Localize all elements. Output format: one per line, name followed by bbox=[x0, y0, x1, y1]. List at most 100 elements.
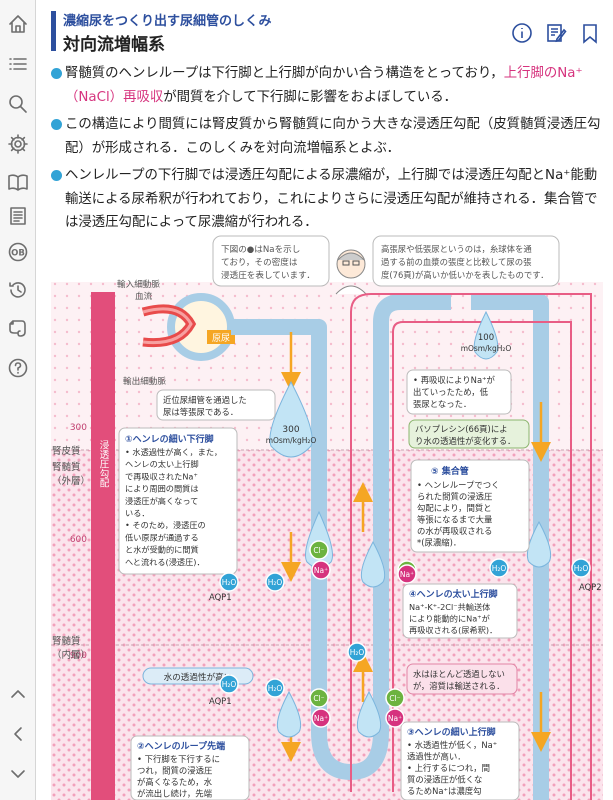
document-button[interactable] bbox=[4, 202, 32, 230]
chevron-up-icon bbox=[11, 690, 25, 698]
tick-600: 600 bbox=[70, 535, 87, 545]
reabsorb_note-line: 出ていったため，低 bbox=[413, 387, 489, 397]
blood-label: 血流 bbox=[135, 290, 153, 302]
box3_lines-line: 透過性が高い． bbox=[407, 752, 466, 762]
h2o-marker-label: H₂O bbox=[492, 564, 507, 573]
afferent-label: 輸入細動脈 bbox=[117, 278, 160, 290]
box3_lines-line: • 上行するにつれ，間 bbox=[407, 763, 490, 773]
drop-100: 100 mOsm/kgH₂O bbox=[461, 310, 512, 360]
na-marker: Na⁺ bbox=[385, 708, 405, 728]
ob-button[interactable]: OB bbox=[4, 238, 32, 266]
box-5: ⑤ 集合管 bbox=[410, 459, 530, 553]
help-icon bbox=[8, 358, 28, 378]
vasopressin-note: バソプレシン(66頁)によ り水の透過性が変化する． bbox=[408, 419, 530, 449]
gradient-label: 浸透圧勾配 bbox=[98, 440, 110, 488]
na-marker: Na⁺ bbox=[311, 708, 331, 728]
box1_lines-line: で再吸収されたNa⁺ bbox=[125, 471, 198, 481]
history-button[interactable] bbox=[4, 276, 32, 304]
search-button[interactable] bbox=[4, 90, 32, 118]
box1_lines-line: • そのため，浸透圧の bbox=[125, 520, 206, 530]
left-toolbar: OB bbox=[0, 0, 36, 800]
bullet-text: この構造により間質には腎皮質から腎髄質に向かう大きな浸透圧勾配（皮質髄質浸透圧勾… bbox=[65, 117, 601, 156]
cl-marker: Cl⁻ bbox=[385, 688, 405, 708]
box1_lines-line: 浸透圧が高くなって bbox=[125, 496, 198, 506]
bullet-item: ヘンレループの下行脚では浸透圧勾配による尿濃縮が，上行脚では浸透圧勾配とNa⁺能… bbox=[51, 164, 603, 235]
scroll-down-button[interactable] bbox=[4, 760, 32, 788]
scroll-up-button[interactable] bbox=[4, 680, 32, 708]
note-left-line-2: ており，その密度は bbox=[221, 256, 298, 268]
list-button[interactable] bbox=[4, 50, 32, 78]
bookmark-button[interactable] bbox=[579, 22, 601, 44]
na-marker-label: Na⁺ bbox=[400, 570, 414, 579]
box3_lines-line: • 水透過性が低く，Na⁺ bbox=[407, 740, 497, 750]
water-perm-high-text: 水の透過性が高い bbox=[164, 671, 233, 683]
water-perm-low-line-2: が，溶質は輸送される． bbox=[413, 681, 505, 691]
list-icon bbox=[9, 58, 27, 70]
cortex-label: 腎皮質 bbox=[52, 445, 81, 457]
back-button[interactable] bbox=[4, 720, 32, 748]
bookmark-icon bbox=[583, 24, 597, 44]
page-title: 対向流増幅系 bbox=[63, 35, 165, 55]
box2_lines-line: • 下行脚を下行するに bbox=[137, 754, 220, 764]
home-button[interactable] bbox=[4, 10, 32, 38]
book-icon bbox=[8, 174, 28, 191]
diagram-svg: 浸透圧勾配 300 600 900 腎皮質 腎髄質 （外層） 腎髄質 （内層） … bbox=[51, 235, 603, 800]
inner-medulla-label: 腎髄質 bbox=[52, 635, 81, 647]
box-4: ④ヘンレの太い上行脚 bbox=[402, 583, 518, 639]
box-1-title: ①ヘンレの細い下行脚 bbox=[125, 433, 214, 445]
header-actions bbox=[511, 22, 601, 44]
memo-button[interactable] bbox=[545, 22, 567, 44]
book-button[interactable] bbox=[4, 168, 32, 196]
tick-300: 300 bbox=[70, 423, 87, 433]
page-subtitle: 濃縮尿をつくり出す尿細管のしくみ bbox=[63, 14, 272, 29]
box-5-lines: • ヘンレループでつくられた間質の浸透圧勾配により，間質と等張になるまで大量の水… bbox=[417, 480, 499, 548]
evernote-button[interactable] bbox=[4, 314, 32, 342]
note-right-line-3: 度(76頁)が高いか低いかを表したものです． bbox=[381, 270, 549, 280]
note-left-line-3: 浸透圧を表しています． bbox=[221, 269, 315, 281]
drop-300: 300 mOsm/kgH₂O bbox=[266, 380, 317, 458]
content-area: 濃縮尿をつくり出す尿細管のしくみ 対向流増幅系 腎髄質のヘンレループは下行脚と上… bbox=[37, 0, 613, 800]
box-1: ①ヘンレの細い下行脚 bbox=[118, 427, 238, 575]
cl-marker-label: Cl⁻ bbox=[313, 546, 324, 555]
box1_lines-line: により周囲の間質は bbox=[125, 484, 199, 494]
reabsorb-note bbox=[406, 369, 512, 415]
help-button[interactable] bbox=[4, 354, 32, 382]
box4_lines-line: により能動的にNa⁺が bbox=[409, 614, 490, 624]
box1_lines-line: ヘンレの太い上行脚 bbox=[125, 459, 199, 469]
note-right-line-1: 高張尿や低張尿というのは，糸球体を通 bbox=[381, 244, 532, 254]
na-marker-label: Na⁺ bbox=[314, 714, 328, 723]
proximal-note-line-1: 近位尿細管を通過した bbox=[163, 395, 247, 405]
settings-button[interactable] bbox=[4, 130, 32, 158]
box-4-title: ④ヘンレの太い上行脚 bbox=[409, 588, 498, 600]
nephron-tubule bbox=[231, 294, 549, 800]
h2o-marker: H₂O bbox=[265, 572, 285, 592]
info-button[interactable] bbox=[511, 22, 533, 44]
box4_lines-line: Na⁺-K⁺-2Cl⁻共輸送体 bbox=[409, 602, 490, 612]
vasopressin-line-1: バソプレシン(66頁)によ bbox=[415, 424, 508, 434]
cl-marker: Cl⁻ bbox=[309, 688, 329, 708]
ion-markers: H₂OH₂OCl⁻Na⁺Cl⁻Na⁺H₂OH₂OH₂OH₂OH₂OCl⁻Na⁺C… bbox=[219, 540, 591, 728]
h2o-marker-label: H₂O bbox=[222, 680, 237, 689]
drop-100-unit: mOsm/kgH₂O bbox=[461, 344, 512, 353]
title-accent-bar bbox=[51, 11, 56, 51]
box4_lines-line: 再吸収される(尿希釈)． bbox=[409, 625, 497, 635]
drop-100-value: 100 bbox=[478, 333, 494, 343]
reabsorb_note-line: 張尿となった． bbox=[413, 399, 471, 409]
box2_lines-line: が高くなるため，水 bbox=[137, 777, 213, 787]
aqp2-label: AQP2 bbox=[579, 582, 602, 592]
box1_lines-line: いる． bbox=[125, 508, 150, 518]
h2o-marker-label: H₂O bbox=[222, 578, 237, 587]
note-left-line-1: 下図の●はNaを示し bbox=[221, 244, 300, 255]
aqp1-top-label: AQP1 bbox=[209, 592, 232, 602]
box5_lines-line: • ヘンレループでつく bbox=[417, 480, 499, 490]
na-marker: Na⁺ bbox=[397, 564, 417, 584]
box-5-title: ⑤ 集合管 bbox=[431, 465, 469, 477]
h2o-marker: H₂O bbox=[571, 558, 591, 578]
ob-icon: OB bbox=[8, 242, 28, 262]
drop-300-unit: mOsm/kgH₂O bbox=[266, 436, 317, 445]
box-2-title: ②ヘンレのループ先端 bbox=[137, 740, 225, 752]
aqp1-bottom-label: AQP1 bbox=[209, 696, 232, 706]
outer-medulla-sub: （外層） bbox=[52, 475, 90, 487]
